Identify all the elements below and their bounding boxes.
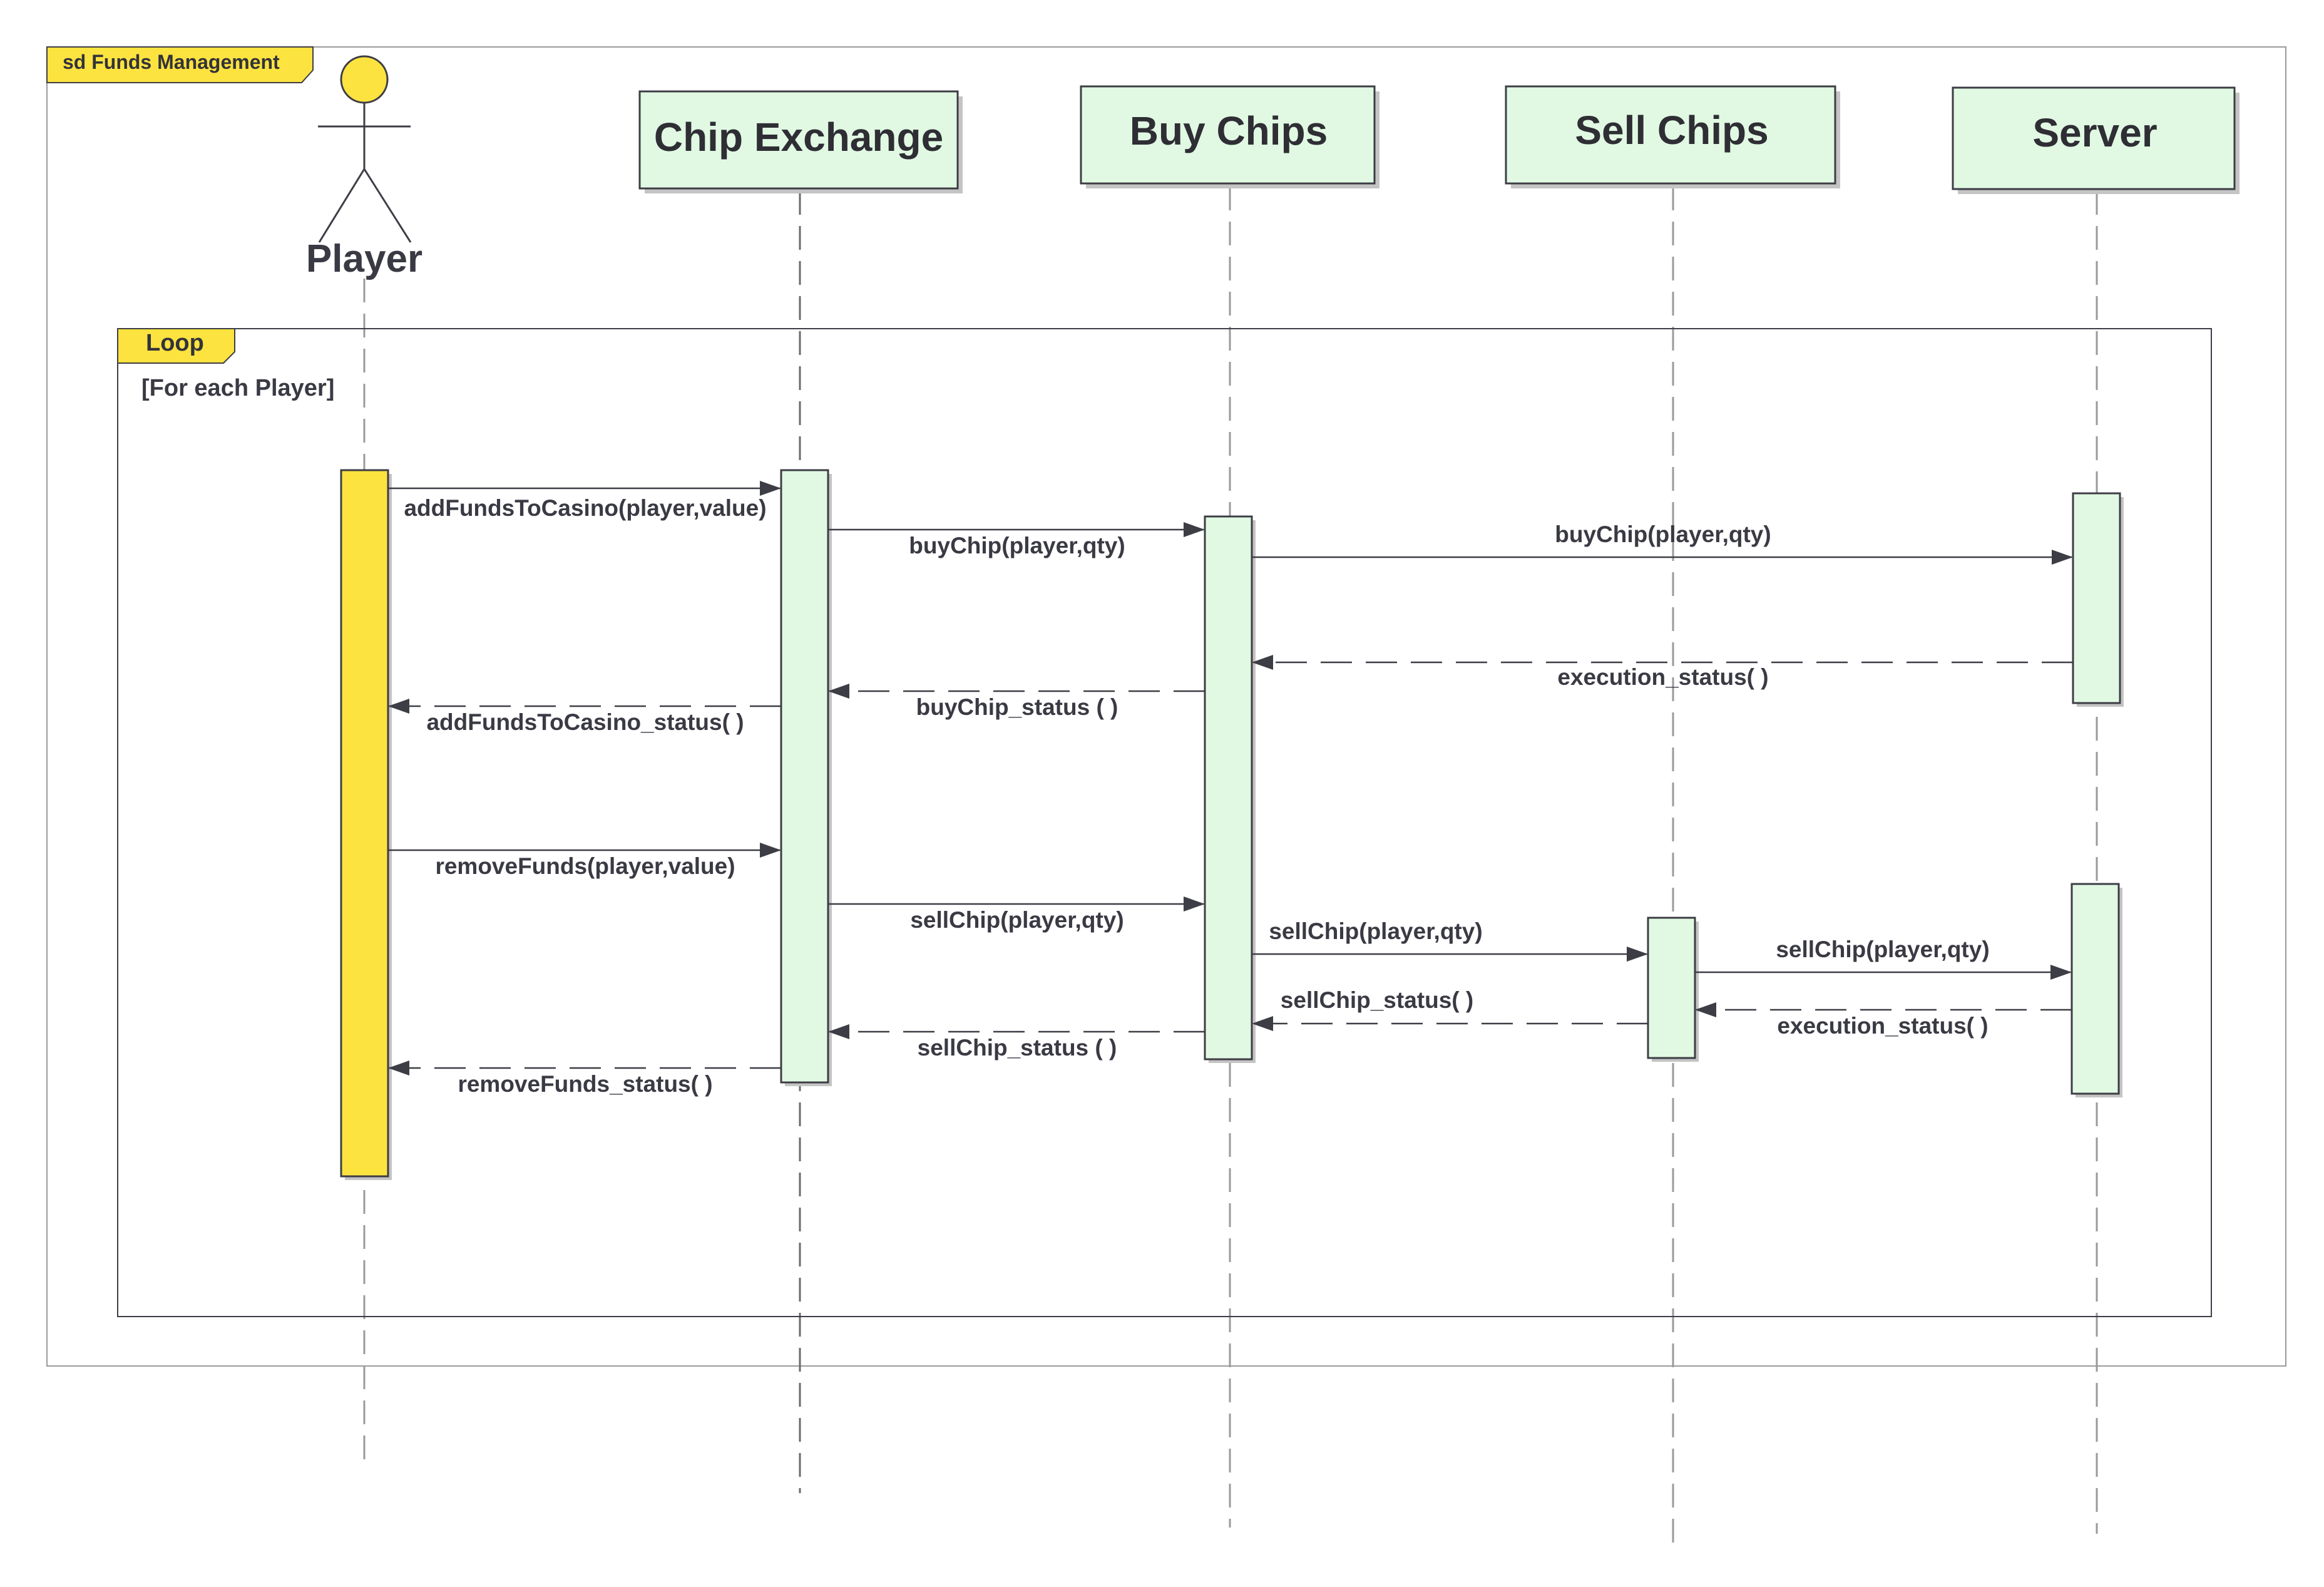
message-label: sellChip_status ( ) — [918, 1035, 1117, 1061]
messages: addFundsToCasino(player,value) buyChip(p… — [388, 481, 2073, 1097]
participant-buy-chips-label: Buy Chips — [1130, 108, 1328, 153]
actor-head — [340, 55, 389, 104]
message-label: removeFunds(player,value) — [435, 853, 735, 879]
message-label: execution_status( ) — [1777, 1013, 1988, 1039]
loop-tag — [117, 328, 235, 364]
message-label: buyChip_status ( ) — [916, 694, 1118, 720]
activation-server-1 — [2072, 492, 2121, 704]
participant-buy-chips: Buy Chips — [1080, 85, 1380, 188]
message-label: sellChip(player,qty) — [1776, 937, 1989, 962]
message-label: execution_status( ) — [1557, 664, 1768, 690]
participant-sell-chips-label: Sell Chips — [1575, 108, 1768, 153]
participant-server-label: Server — [2032, 110, 2157, 155]
message-label: sellChip_status( ) — [1281, 987, 1473, 1013]
activation-buy-chips — [1204, 515, 1253, 1061]
sd-frame-tag — [46, 46, 314, 83]
activation-player — [340, 469, 389, 1178]
actor-player: Player — [306, 55, 422, 280]
message-label: buyChip(player,qty) — [1555, 521, 1771, 547]
activation-sell-chips — [1647, 917, 1696, 1059]
message-label: addFundsToCasino_status( ) — [426, 709, 744, 735]
loop-guard: [For each Player] — [141, 375, 334, 401]
message-label: sellChip(player,qty) — [910, 907, 1124, 933]
activation-chip-exchange — [780, 469, 829, 1084]
participant-sell-chips: Sell Chips — [1505, 85, 1840, 188]
loop-label: Loop — [146, 330, 204, 356]
sd-frame-label: sd Funds Management — [63, 51, 280, 73]
message-label: buyChip(player,qty) — [909, 533, 1125, 558]
message-label: sellChip(player,qty) — [1269, 918, 1482, 944]
participant-chip-exchange-label: Chip Exchange — [654, 115, 943, 160]
message-label: removeFunds_status( ) — [458, 1071, 712, 1097]
activation-server-2 — [2071, 883, 2120, 1095]
activation-bars — [340, 469, 2124, 1180]
message-label: addFundsToCasino(player,value) — [404, 495, 766, 521]
loop-fragment: Loop [For each Player] — [117, 328, 2212, 1317]
participant-server: Server — [1952, 86, 2240, 194]
sd-frame: sd Funds Management — [46, 46, 2286, 1367]
actor-player-label: Player — [306, 237, 422, 280]
participant-chip-exchange: Chip Exchange — [638, 90, 963, 193]
